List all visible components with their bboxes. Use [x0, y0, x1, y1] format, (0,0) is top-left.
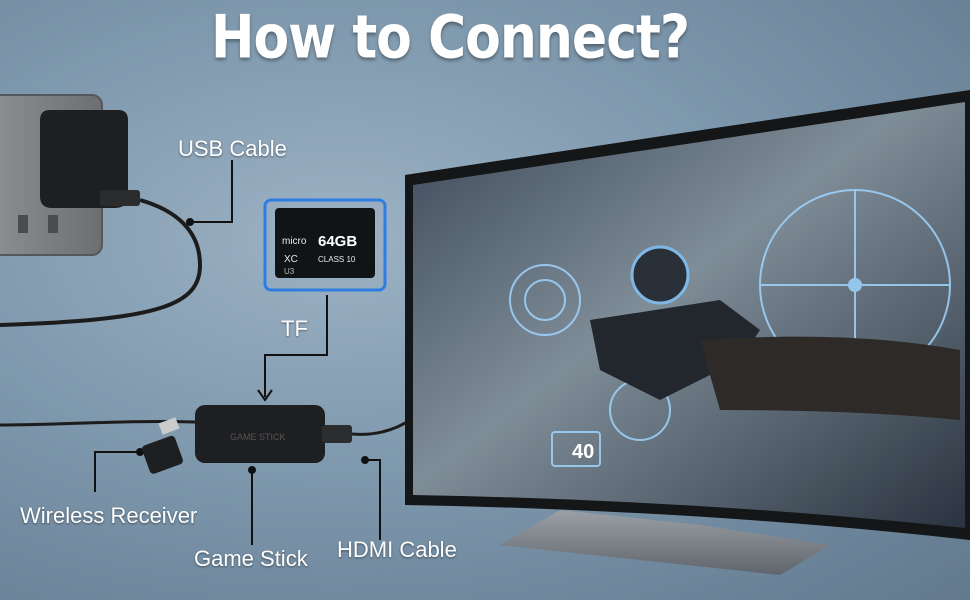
sd-brand: micro — [282, 236, 307, 247]
sd-class: CLASS 10 — [318, 255, 356, 264]
hud-ammo-count: 40 — [572, 441, 594, 463]
hdmi-cable-label: HDMI Cable — [337, 537, 457, 562]
sd-capacity: 64GB — [318, 233, 357, 250]
tv-stand — [500, 510, 830, 575]
game-stick-label: Game Stick — [194, 546, 308, 571]
tf-card: micro 64GB XC CLASS 10 U3 — [263, 198, 387, 292]
sd-speed: U3 — [284, 267, 295, 276]
game-stick: GAME STICK — [195, 405, 352, 463]
sd-type: XC — [284, 254, 298, 265]
page-title: How to Connect? — [210, 3, 690, 73]
wireless-receiver-dongle — [142, 417, 183, 474]
wireless-receiver-label: Wireless Receiver — [20, 503, 198, 528]
usb-charger — [40, 110, 140, 208]
usb-cable-label: USB Cable — [178, 136, 287, 161]
callout-lines — [94, 160, 381, 545]
hdmi-cable — [351, 360, 412, 436]
usb-cable — [0, 198, 203, 327]
svg-text:GAME STICK: GAME STICK — [230, 432, 286, 442]
weapon — [590, 245, 960, 420]
tf-label: TF — [281, 316, 308, 341]
